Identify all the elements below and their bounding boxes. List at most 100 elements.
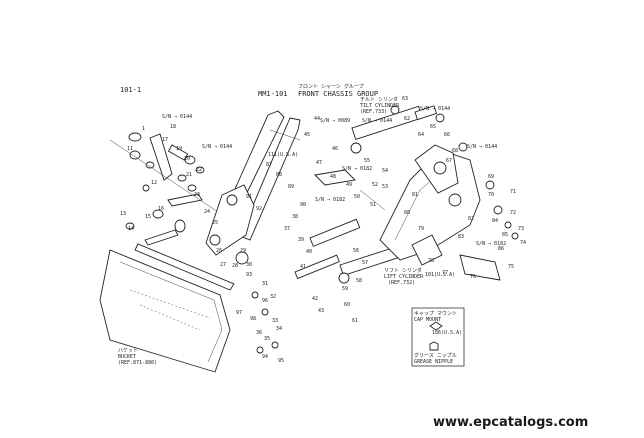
callout-sn0144-c: S/N → 0144 xyxy=(362,118,392,124)
part-number-54: 54 xyxy=(382,168,388,174)
header-code: MM1-101 xyxy=(258,90,288,98)
part-number-14: 14 xyxy=(128,226,134,232)
part-number-30: 30 xyxy=(246,262,252,268)
part-number-47: 47 xyxy=(316,160,322,166)
part-number-57: 57 xyxy=(362,260,368,266)
tilt-cylinder-label: TILT CYLINDER xyxy=(360,103,400,109)
part-number-24: 24 xyxy=(204,209,210,215)
callout-usa-106: 106(U.S.A) xyxy=(432,330,462,336)
part-number-20: 20 xyxy=(184,156,190,162)
part-number-95: 95 xyxy=(278,358,284,364)
callout-sn0182-b: S/N → 0182 xyxy=(315,197,345,203)
part-number-25: 25 xyxy=(212,220,218,226)
part-number-59: 59 xyxy=(342,286,348,292)
part-number-46: 46 xyxy=(332,146,338,152)
bucket-label-jp: バケット xyxy=(118,347,138,354)
part-number-44: 44 xyxy=(314,116,320,122)
callout-usa-111: 111(U.S.A) xyxy=(268,152,298,158)
part-number-43: 43 xyxy=(318,308,324,314)
part-number-70: 70 xyxy=(488,192,494,198)
watermark: www.epcatalogs.com xyxy=(433,415,588,430)
grease-nipple-label: GREASE NIPPLE xyxy=(414,359,453,365)
part-number-73: 73 xyxy=(518,226,524,232)
callout-sn0182-a: S/N → 0182 xyxy=(342,166,372,172)
part-number-33: 33 xyxy=(272,318,278,324)
part-number-82: 82 xyxy=(468,216,474,222)
part-number-78: 78 xyxy=(428,258,434,264)
tilt-cylinder xyxy=(350,105,445,154)
part-number-89: 89 xyxy=(288,184,294,190)
part-number-29: 29 xyxy=(240,248,246,254)
part-number-13: 13 xyxy=(120,211,126,217)
header-title-jp: フロント シャーシ グループ xyxy=(298,83,364,90)
part-number-91: 91 xyxy=(246,194,252,200)
part-number-80: 80 xyxy=(404,210,410,216)
part-number-17: 17 xyxy=(162,137,168,143)
grease-nipple-label-jp: グリース ニップル xyxy=(414,352,457,359)
part-number-56: 56 xyxy=(353,248,359,254)
part-number-64: 64 xyxy=(418,132,424,138)
part-number-94: 94 xyxy=(262,354,268,360)
part-number-28: 28 xyxy=(232,263,238,269)
part-number-48: 48 xyxy=(330,174,336,180)
part-number-22: 22 xyxy=(196,167,202,173)
part-number-96: 96 xyxy=(262,298,268,304)
part-number-35: 35 xyxy=(264,336,270,342)
lift-cylinder-label: LIFT CYLINDER xyxy=(384,274,424,280)
part-number-71: 71 xyxy=(510,189,516,195)
callout-usa-101: 101(U.S.A) xyxy=(425,272,455,278)
bucket-ref: (REF.871-880) xyxy=(118,360,157,366)
part-number-75: 75 xyxy=(508,264,514,270)
lift-cylinder-label-jp: リフト シリンダ xyxy=(384,267,422,274)
front-frame xyxy=(314,144,501,281)
part-number-61: 61 xyxy=(352,318,358,324)
left-hinge-parts xyxy=(109,132,231,246)
part-number-85: 85 xyxy=(502,232,508,238)
part-number-41: 41 xyxy=(300,264,306,270)
part-number-55: 55 xyxy=(364,158,370,164)
part-number-11: 11 xyxy=(127,146,133,152)
bucket xyxy=(99,243,235,373)
part-number-65: 65 xyxy=(430,124,436,130)
lift-arm xyxy=(205,110,301,265)
part-number-27: 27 xyxy=(220,262,226,268)
part-number-58: 58 xyxy=(356,278,362,284)
part-number-68: 68 xyxy=(452,148,458,154)
part-number-42: 42 xyxy=(312,296,318,302)
callout-sn0144-a: S/N → 0144 xyxy=(162,114,192,120)
part-number-60: 60 xyxy=(344,302,350,308)
part-number-79: 79 xyxy=(418,226,424,232)
part-number-50: 50 xyxy=(354,194,360,200)
part-number-74: 74 xyxy=(520,240,526,246)
part-number-88: 88 xyxy=(276,172,282,178)
part-number-93: 93 xyxy=(246,272,252,278)
part-number-34: 34 xyxy=(276,326,282,332)
cap-mount-label-jp: キャップ マウント xyxy=(414,310,457,317)
tilt-cylinder-ref: (REF.733) xyxy=(360,109,387,115)
bucket-label: BUCKET xyxy=(118,354,136,360)
part-number-72: 72 xyxy=(510,210,516,216)
right-hardware xyxy=(251,142,519,354)
part-number-87: 87 xyxy=(266,162,272,168)
part-number-69: 69 xyxy=(488,174,494,180)
part-number-19: 19 xyxy=(176,146,182,152)
part-number-31: 31 xyxy=(262,281,268,287)
part-number-16: 16 xyxy=(158,206,164,212)
cap-mount-label: CAP MOUNT xyxy=(414,317,441,323)
part-number-84: 84 xyxy=(492,218,498,224)
part-number-90: 90 xyxy=(300,202,306,208)
part-number-18: 18 xyxy=(170,124,176,130)
part-number-45: 45 xyxy=(304,132,310,138)
part-number-26: 26 xyxy=(216,248,222,254)
tilt-cylinder-label-jp: チルト シリンダ xyxy=(360,96,398,103)
part-number-83: 83 xyxy=(458,234,464,240)
part-number-81: 81 xyxy=(412,192,418,198)
callout-sn0144-e: S/N → 0144 xyxy=(467,144,497,150)
part-number-66: 66 xyxy=(444,132,450,138)
part-number-67: 67 xyxy=(446,158,452,164)
part-number-53: 53 xyxy=(382,184,388,190)
part-number-38: 38 xyxy=(292,214,298,220)
callout-sn0089: S/N → 0089 xyxy=(320,118,350,124)
page-code: 101-1 xyxy=(120,86,141,94)
